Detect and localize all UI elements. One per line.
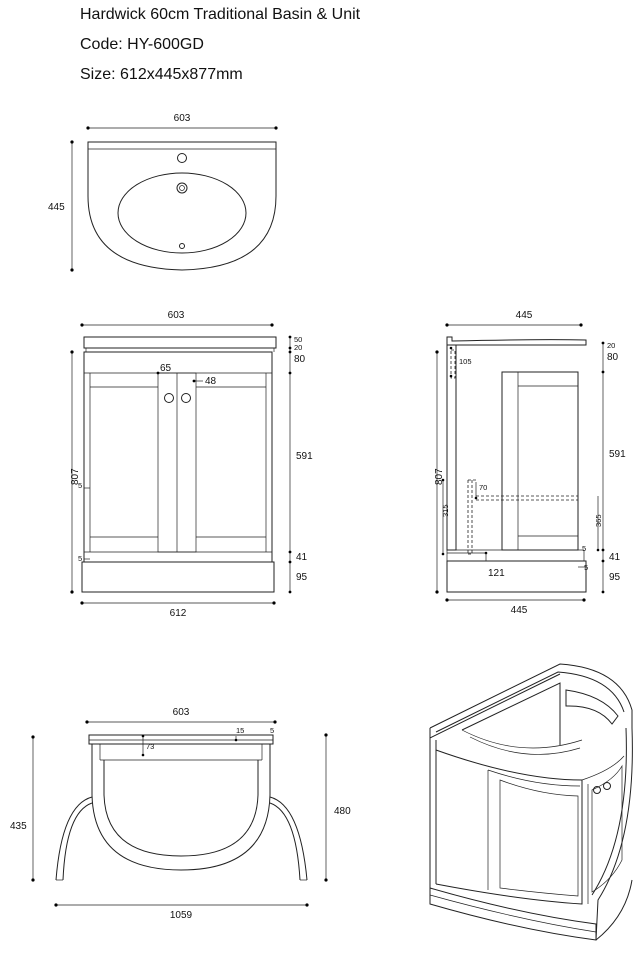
side-70-label: 70 <box>479 483 487 492</box>
side-elevation-view: 445 105 70 315 365 <box>434 310 626 616</box>
front-handle-48-label: 48 <box>205 376 217 387</box>
side-80-label: 80 <box>607 352 619 363</box>
front-elevation-view: 603 65 48 807 5 5 <box>70 310 313 619</box>
side-gap-5a-label: 5 <box>582 544 586 553</box>
side-315-label: 315 <box>441 504 450 517</box>
side-105-label: 105 <box>459 357 472 366</box>
plan-width-label: 603 <box>173 707 190 718</box>
side-95-label: 95 <box>609 572 621 583</box>
plan-right-height-label: 480 <box>334 806 351 817</box>
plan-73-label: 73 <box>146 742 154 751</box>
product-title: Hardwick 60cm Traditional Basin & Unit <box>80 6 361 23</box>
plan-15-label: 15 <box>236 726 244 735</box>
front-gap-5b-label: 5 <box>78 554 82 563</box>
basin-width-label: 603 <box>174 113 191 124</box>
side-height-label: 807 <box>434 468 445 485</box>
front-95-label: 95 <box>296 572 308 583</box>
front-handle-65-label: 65 <box>160 363 172 374</box>
side-gap-5b-label: 5 <box>584 563 588 572</box>
front-top-width-label: 603 <box>168 310 185 321</box>
front-41-label: 41 <box>296 552 308 563</box>
basin-depth-label: 445 <box>48 202 65 213</box>
front-gap-5a-label: 5 <box>78 481 82 490</box>
side-20-label: 20 <box>607 341 615 350</box>
front-50-label: 50 <box>294 335 302 344</box>
product-size: Size: 612x445x877mm <box>80 66 243 83</box>
side-bottom-depth-label: 445 <box>511 605 528 616</box>
side-365-label: 365 <box>594 514 603 527</box>
side-591-label: 591 <box>609 449 626 460</box>
side-41-label: 41 <box>609 552 621 563</box>
front-20-label: 20 <box>294 343 302 352</box>
plan-5-label: 5 <box>270 726 274 735</box>
front-591-label: 591 <box>296 451 313 462</box>
front-height-label: 807 <box>70 468 81 485</box>
front-bottom-width-label: 612 <box>170 608 187 619</box>
product-code: Code: HY-600GD <box>80 36 204 53</box>
cabinet-isometric-view <box>429 663 633 941</box>
plan-left-height-label: 435 <box>10 821 27 832</box>
side-121-label: 121 <box>488 568 505 579</box>
plan-spread-label: 1059 <box>170 910 193 921</box>
cabinet-plan-view: 603 73 15 5 435 480 <box>10 707 351 921</box>
front-80-label: 80 <box>294 354 306 365</box>
side-top-depth-label: 445 <box>516 310 533 321</box>
basin-top-view: 603 445 <box>48 113 278 272</box>
